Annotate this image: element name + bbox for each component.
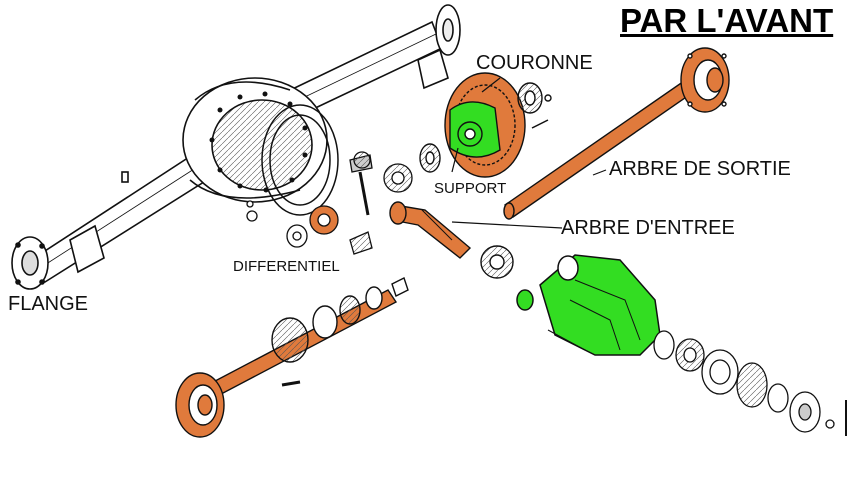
label-support: SUPPORT bbox=[434, 180, 507, 197]
label-arbre-de-sortie: ARBRE DE SORTIE bbox=[609, 158, 791, 180]
lower-half-shaft bbox=[175, 277, 409, 438]
axle-housing bbox=[11, 4, 461, 290]
label-differentiel: DIFFERENTIEL bbox=[233, 258, 340, 275]
leader-lines bbox=[451, 77, 607, 229]
label-arbre-d-entree: ARBRE D'ENTREE bbox=[561, 217, 735, 239]
page-title: PAR L'AVANT bbox=[620, 2, 834, 39]
label-couronne: COURONNE bbox=[476, 52, 593, 74]
output-shaft bbox=[503, 47, 730, 220]
housing-gasket bbox=[261, 104, 339, 216]
differential-gears bbox=[246, 151, 413, 255]
ring-gear-and-carrier bbox=[419, 72, 552, 178]
differential-carrier bbox=[516, 254, 661, 356]
label-flange: FLANGE bbox=[8, 293, 89, 315]
pinion-flange-stack bbox=[653, 330, 847, 436]
input-pinion bbox=[389, 201, 514, 279]
